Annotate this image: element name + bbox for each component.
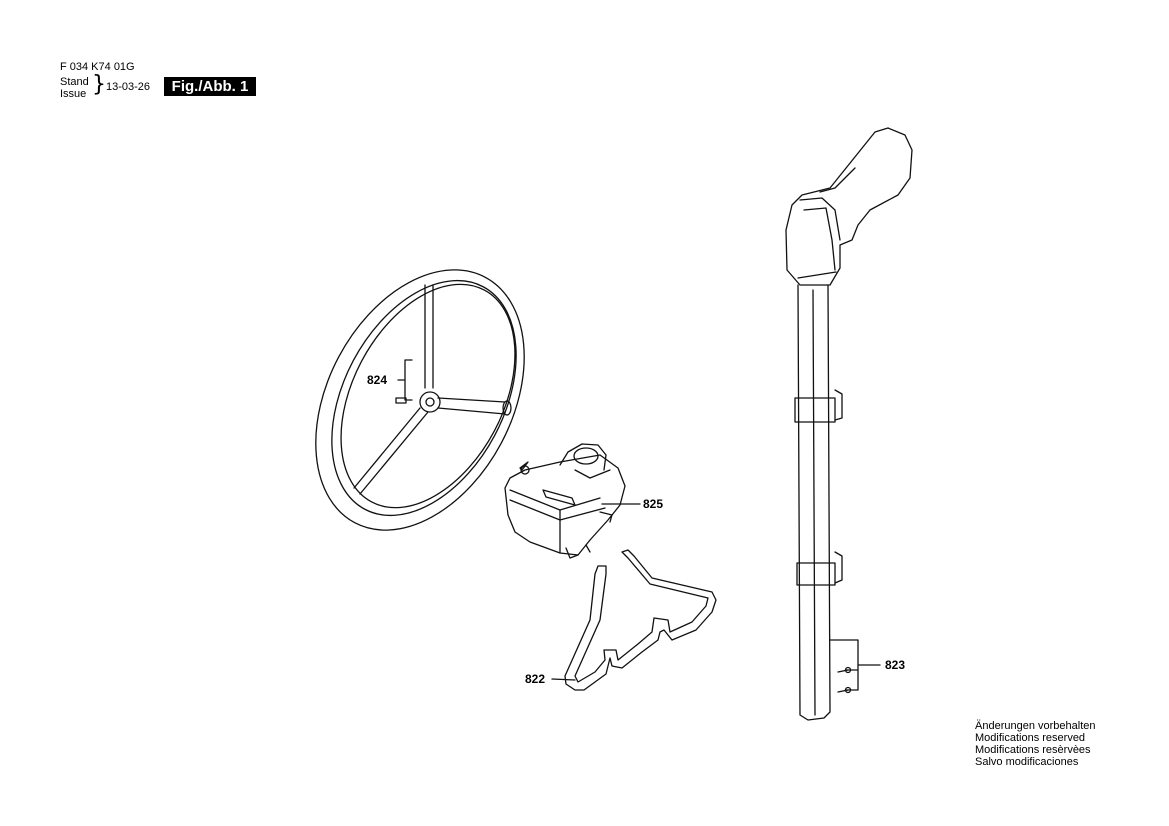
counter-module-illustration: [504, 443, 626, 559]
measuring-wheel-illustration: [315, 269, 525, 531]
callout-leaders: [397, 359, 881, 691]
part-label-823: 823: [885, 658, 906, 672]
issue-label: Issue: [60, 88, 87, 100]
modifications-de: Änderungen vorbehalten: [975, 720, 1096, 732]
part-label-824: 824: [367, 373, 388, 387]
figure-badge: Fig./Abb. 1: [164, 77, 256, 96]
stand-label: Stand: [60, 76, 89, 88]
issue-date: 13-03-26: [106, 81, 151, 93]
part-label-822: 822: [525, 672, 546, 686]
part-label-825: 825: [643, 497, 664, 511]
modifications-notice: Änderungen vorbehalten Modifications res…: [975, 720, 1095, 768]
modifications-es: Salvo modificaciones: [975, 756, 1079, 768]
stand-bracket-illustration: [564, 549, 717, 691]
brace: }: [92, 72, 106, 97]
modifications-fr: Modifications resèrvèes: [975, 744, 1091, 756]
handle-rod-illustration: [785, 127, 913, 721]
doc-number: F 034 K74 01G: [60, 61, 135, 73]
modifications-en: Modifications reserved: [975, 732, 1086, 744]
